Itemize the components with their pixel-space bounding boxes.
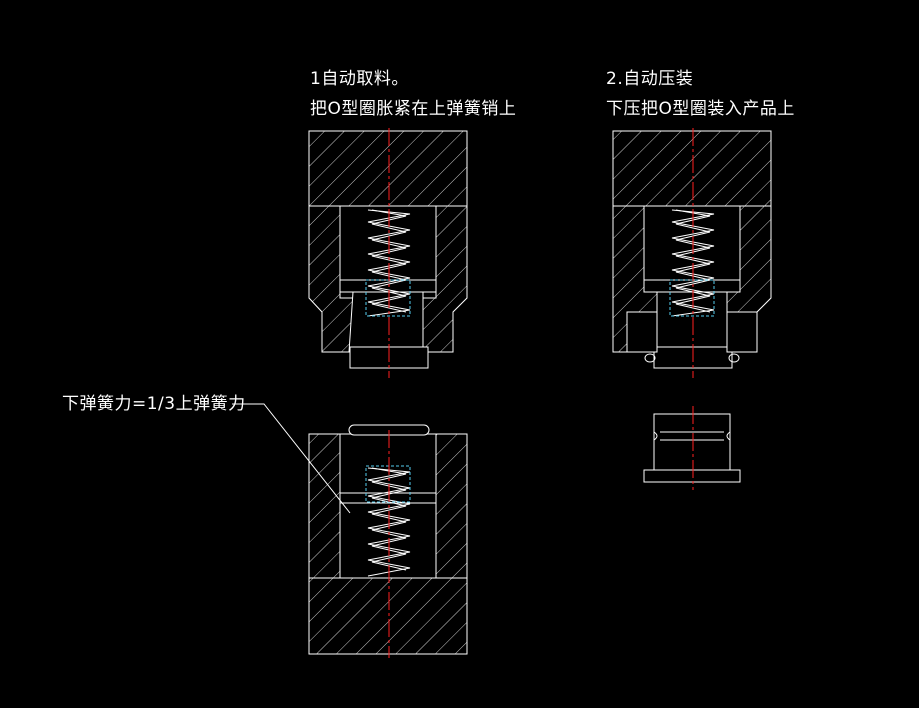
step2-title: 2.自动压装 [606,69,694,89]
o-ring-left-2 [644,353,656,363]
lower-base-plate [308,577,468,655]
upper-cavity-1 [339,205,437,281]
upper-cavity-2 [643,205,741,281]
lower-spring [367,467,411,577]
upper-tool-assembly-2 [612,130,772,369]
top-plate-1 [308,130,468,207]
step2-description: 下压把O型圈装入产品上 [606,99,795,119]
step1-title: 1自动取料。 [310,69,409,89]
upper-spring-2 [671,209,715,317]
lower-relief-2 [626,311,658,353]
spring-force-note: 下弹簧力=1/3上弹簧力 [62,394,246,414]
lower-relief-2b [726,311,758,353]
pin-detail-2 [669,279,715,317]
lower-flange [339,492,437,504]
o-ring-right-2 [728,353,740,363]
spring-note-leader [232,403,351,514]
product-body [653,413,731,471]
product-base [643,469,741,483]
lower-tool-assembly [308,424,468,655]
lower-pin-detail [365,465,411,503]
top-plate-2 [612,130,772,207]
product-groove [653,431,731,441]
lower-cavity [339,433,437,579]
product-part [643,413,741,483]
pin-detail-1 [365,279,411,317]
step1-description: 把O型圈胀紧在上弹簧销上 [310,99,517,119]
upper-spring-1 [367,209,411,317]
upper-tool-assembly-1 [308,130,468,369]
pin-body-2 [656,291,728,353]
